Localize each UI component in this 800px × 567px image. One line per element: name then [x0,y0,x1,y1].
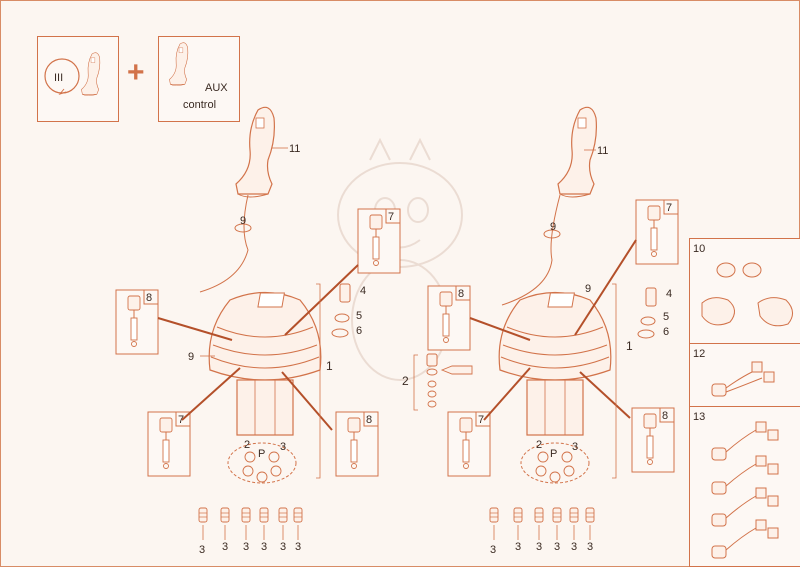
left-kit-8-num: 8 [146,292,152,304]
svg-text:3: 3 [280,441,286,453]
svg-text:3: 3 [490,544,496,556]
side-panel-10 [689,238,800,344]
legend-handle-icon-2 [169,42,189,87]
rotation-icon: III [44,58,80,96]
left-washer2-callout: 6 [356,325,362,337]
right-kit-7-bottom-num: 7 [478,414,484,426]
svg-text:3: 3 [199,544,205,556]
aux-label: AUX [205,82,228,94]
left-handle [235,106,275,198]
right-kit-8-num: 8 [458,288,464,300]
left-kit-7-bottom-num: 7 [178,414,184,426]
side-panel-13 [689,406,800,567]
svg-text:3: 3 [554,541,560,553]
left-kit-8-bottom-num: 8 [366,414,372,426]
right-assembly-callout: 1 [626,339,633,353]
svg-text:P: P [550,448,557,460]
right-assembly: 11 9 9 8 7 7 8 4 5 6 1 2 [402,106,679,556]
svg-text:P: P [258,448,265,460]
left-assembly-callout: 1 [326,359,333,373]
svg-text:3: 3 [280,541,286,553]
left-washer1-callout: 5 [356,310,362,322]
left-base-callout: 9 [188,351,194,363]
control-label: control [183,99,217,111]
svg-text:3: 3 [261,541,267,553]
right-base-callout: 9 [585,283,591,295]
left-screw-callout: 4 [360,285,366,297]
left-pins: 3 3 3 3 3 3 [198,507,303,556]
left-kit-7-top-num: 7 [388,211,394,223]
svg-text:3: 3 [222,541,228,553]
right-screw-callout: 4 [666,288,672,300]
svg-text:3: 3 [572,441,578,453]
left-wire-callout: 9 [240,215,246,227]
svg-text:3: 3 [571,541,577,553]
legend-rotation-box [37,36,119,122]
right-kit-8-bottom-num: 8 [662,410,668,422]
rotation-numeral: III [54,72,63,84]
svg-text:3: 3 [243,541,249,553]
right-handle [557,106,598,198]
left-handle-callout: 11 [289,143,300,155]
right-washer1-callout: 5 [663,311,669,323]
right-handle-callout: 11 [597,145,608,157]
legend-plus: + [127,56,145,89]
side-section-12-num: 12 [693,348,705,360]
left-assembly: 11 9 9 8 7 7 8 4 5 6 1 2 3 P [115,106,401,556]
side-section-13-num: 13 [693,411,705,423]
svg-text:3: 3 [295,541,301,553]
left-base [208,291,322,436]
side-panel-contents: 10 12 13 [693,243,793,559]
screw-kit-callout: 2 [402,374,409,388]
svg-text:3: 3 [587,541,593,553]
right-washer2-callout: 6 [663,326,669,338]
right-base [498,291,612,436]
legend-handle-icon-1 [81,52,101,97]
svg-text:2: 2 [536,439,542,451]
right-pins: 3 3 3 3 3 3 [489,507,595,556]
right-wire-callout: 9 [550,221,556,233]
svg-text:3: 3 [515,541,521,553]
svg-text:2: 2 [244,439,250,451]
right-kit-7-top-num: 7 [666,202,672,214]
svg-text:3: 3 [536,541,542,553]
side-section-10-num: 10 [693,243,705,255]
side-panel-12 [689,343,800,407]
